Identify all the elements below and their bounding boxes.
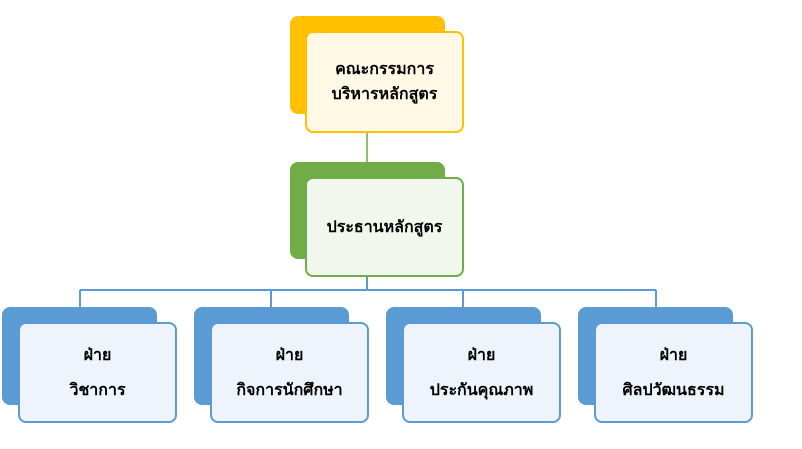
unit-label-line-1: ฝ่าย <box>275 344 304 364</box>
unit-box-academic: ฝ่าย วิชาการ <box>18 322 177 423</box>
unit-box-quality-assurance: ฝ่าย ประกันคุณภาพ <box>402 322 561 423</box>
unit-label-line-1: ฝ่าย <box>659 344 688 364</box>
chair-box: ประธานหลักสูตร <box>305 177 464 277</box>
unit-label-line-1: ฝ่าย <box>83 344 112 364</box>
committee-label-line-2: บริหารหลักสูตร <box>331 84 438 103</box>
unit-label-line-2: ศิลปวัฒนธรรม <box>622 379 725 399</box>
committee-label-line-1: คณะกรรมการ <box>335 59 434 79</box>
unit-label-line-2: ประกันคุณภาพ <box>429 379 534 399</box>
unit-box-student-affairs: ฝ่าย กิจการนักศึกษา <box>210 322 369 423</box>
unit-box-arts-culture: ฝ่าย ศิลปวัฒนธรรม <box>594 322 753 423</box>
committee-box: คณะกรรมการ บริหารหลักสูตร <box>305 31 464 133</box>
unit-label-line-1: ฝ่าย <box>467 344 496 364</box>
chair-label: ประธานหลักสูตร <box>326 216 443 236</box>
unit-label-line-2: วิชาการ <box>69 379 126 399</box>
unit-label-line-2: กิจการนักศึกษา <box>236 379 343 399</box>
